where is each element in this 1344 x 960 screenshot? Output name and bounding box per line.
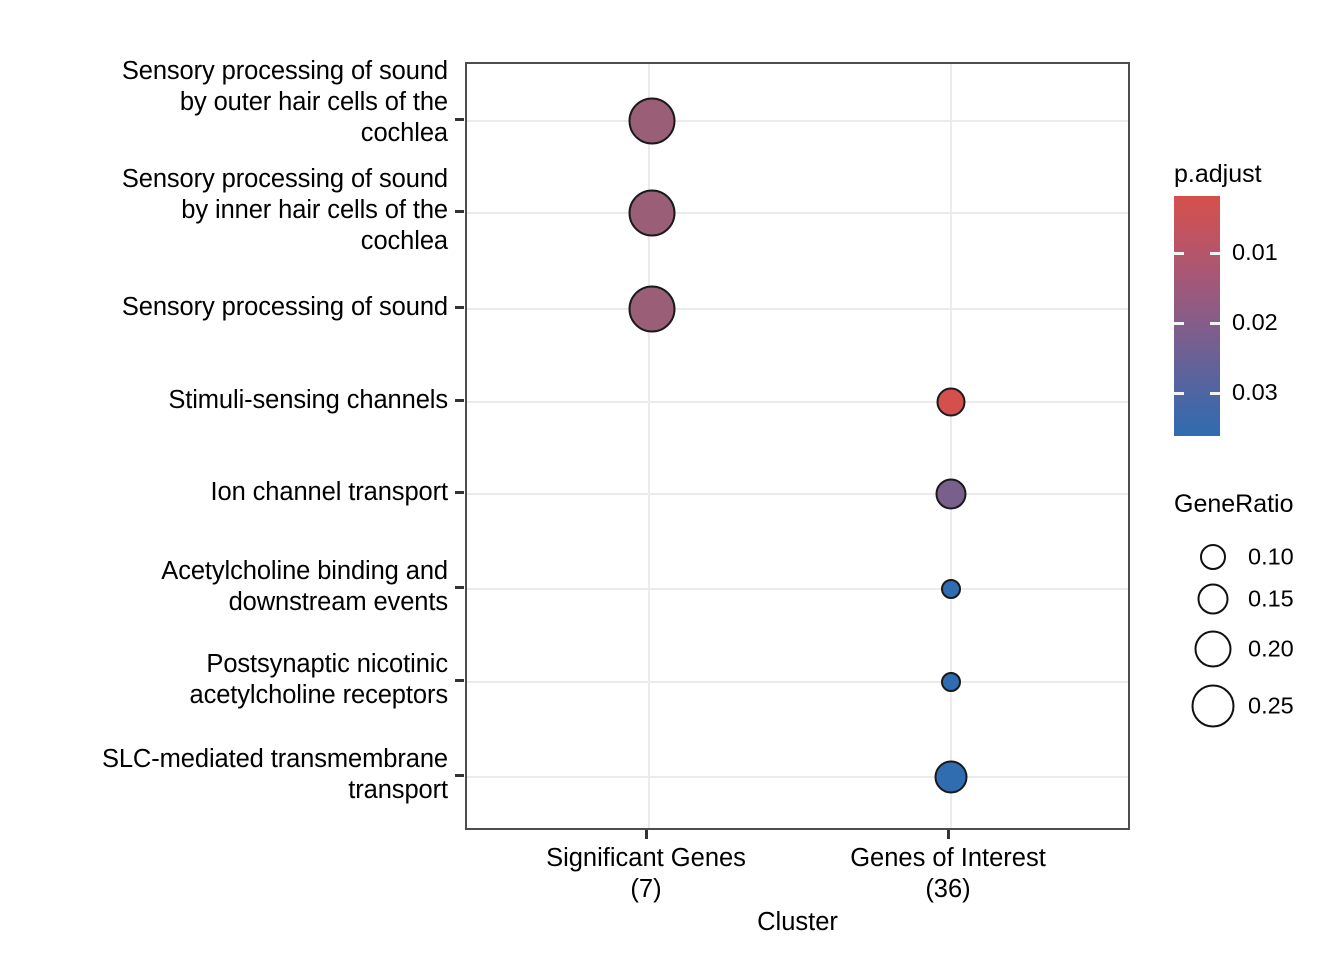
dot-genes-of-interest-acetylcholine-binding[interactable] xyxy=(941,579,961,599)
gridline-horizontal-4 xyxy=(467,493,1128,495)
dot-genes-of-interest-stimuli-sensing[interactable] xyxy=(936,387,966,417)
gridline-horizontal-1 xyxy=(467,212,1128,214)
y-axis-tick-5 xyxy=(455,586,464,589)
colorbar-gradient-icon xyxy=(1174,196,1220,436)
legend-size-circle-2 xyxy=(1194,630,1232,668)
x-axis-label-significant-genes: Significant Genes (7) xyxy=(546,844,746,903)
colorbar-label-0: 0.01 xyxy=(1232,239,1278,265)
y-axis-labels: Sensory processing of sound by outer hai… xyxy=(0,0,448,960)
legend-title-generatio: GeneRatio xyxy=(1174,490,1294,518)
dot-genes-of-interest-slc-mediated[interactable] xyxy=(934,760,968,794)
colorbar-tick-left-1 xyxy=(1174,322,1184,325)
gridline-horizontal-2 xyxy=(467,308,1128,310)
colorbar-label-1: 0.02 xyxy=(1232,309,1278,335)
y-axis-label-postsynaptic-nicotinic: Postsynaptic nicotinic acetylcholine rec… xyxy=(189,650,448,709)
dot-significant-genes-sensory-processing[interactable] xyxy=(628,285,676,333)
dot-genes-of-interest-postsynaptic-nicotinic[interactable] xyxy=(941,672,961,692)
legend-size-circle-3 xyxy=(1191,684,1235,728)
legend-size-label-3: 0.25 xyxy=(1248,692,1294,719)
legend-size-label-0: 0.10 xyxy=(1248,543,1294,570)
y-axis-label-acetylcholine-binding: Acetylcholine binding and downstream eve… xyxy=(161,557,448,616)
y-axis-label-stimuli-sensing: Stimuli-sensing channels xyxy=(168,386,448,414)
gridline-horizontal-3 xyxy=(467,401,1128,403)
gridline-horizontal-6 xyxy=(467,681,1128,683)
y-axis-tick-2 xyxy=(455,306,464,309)
gridline-horizontal-5 xyxy=(467,588,1128,590)
dot-significant-genes-sensory-outer-hair[interactable] xyxy=(628,97,676,145)
colorbar-tick-left-0 xyxy=(1174,252,1184,255)
gridline-horizontal-7 xyxy=(467,776,1128,778)
x-axis-tick-significant-genes xyxy=(645,830,648,839)
x-axis-tick-genes-of-interest xyxy=(947,830,950,839)
colorbar-label-2: 0.03 xyxy=(1232,379,1278,405)
gridline-vertical-genes-of-interest xyxy=(950,64,952,828)
legend-size-circle-0 xyxy=(1200,544,1226,570)
y-axis-label-sensory-outer-hair: Sensory processing of sound by outer hai… xyxy=(121,57,448,147)
colorbar-tick-right-1 xyxy=(1210,322,1220,325)
colorbar-tick-right-2 xyxy=(1210,392,1220,395)
y-axis-tick-0 xyxy=(455,118,464,121)
dot-genes-of-interest-ion-channel-transport[interactable] xyxy=(935,478,967,510)
y-axis-label-ion-channel: Ion channel transport xyxy=(210,478,449,506)
y-axis-tick-4 xyxy=(455,491,464,494)
y-axis-label-sensory-processing: Sensory processing of sound xyxy=(121,293,448,321)
x-axis-label-genes-of-interest: Genes of Interest (36) xyxy=(850,844,1046,903)
y-axis-tick-3 xyxy=(455,399,464,402)
colorbar-tick-left-2 xyxy=(1174,392,1184,395)
legend-size-circle-1 xyxy=(1197,583,1229,615)
x-axis-title: Cluster xyxy=(757,908,838,936)
gridline-horizontal-0 xyxy=(467,120,1128,122)
y-axis-tick-1 xyxy=(455,210,464,213)
dot-significant-genes-sensory-inner-hair[interactable] xyxy=(628,189,676,237)
legend-title-p-adjust: p.adjust xyxy=(1174,160,1262,188)
y-axis-label-slc-mediated: SLC-mediated transmembrane transport xyxy=(101,745,448,804)
legend-size-label-1: 0.15 xyxy=(1248,585,1294,612)
plot-panel xyxy=(465,62,1130,830)
gridline-vertical-significant-genes xyxy=(648,64,650,828)
y-axis-tick-7 xyxy=(455,774,464,777)
y-axis-tick-6 xyxy=(455,679,464,682)
legend-size-label-2: 0.20 xyxy=(1248,635,1294,662)
colorbar-p-adjust xyxy=(1174,196,1220,436)
y-axis-label-sensory-inner-hair: Sensory processing of sound by inner hai… xyxy=(121,165,448,255)
colorbar-tick-right-0 xyxy=(1210,252,1220,255)
